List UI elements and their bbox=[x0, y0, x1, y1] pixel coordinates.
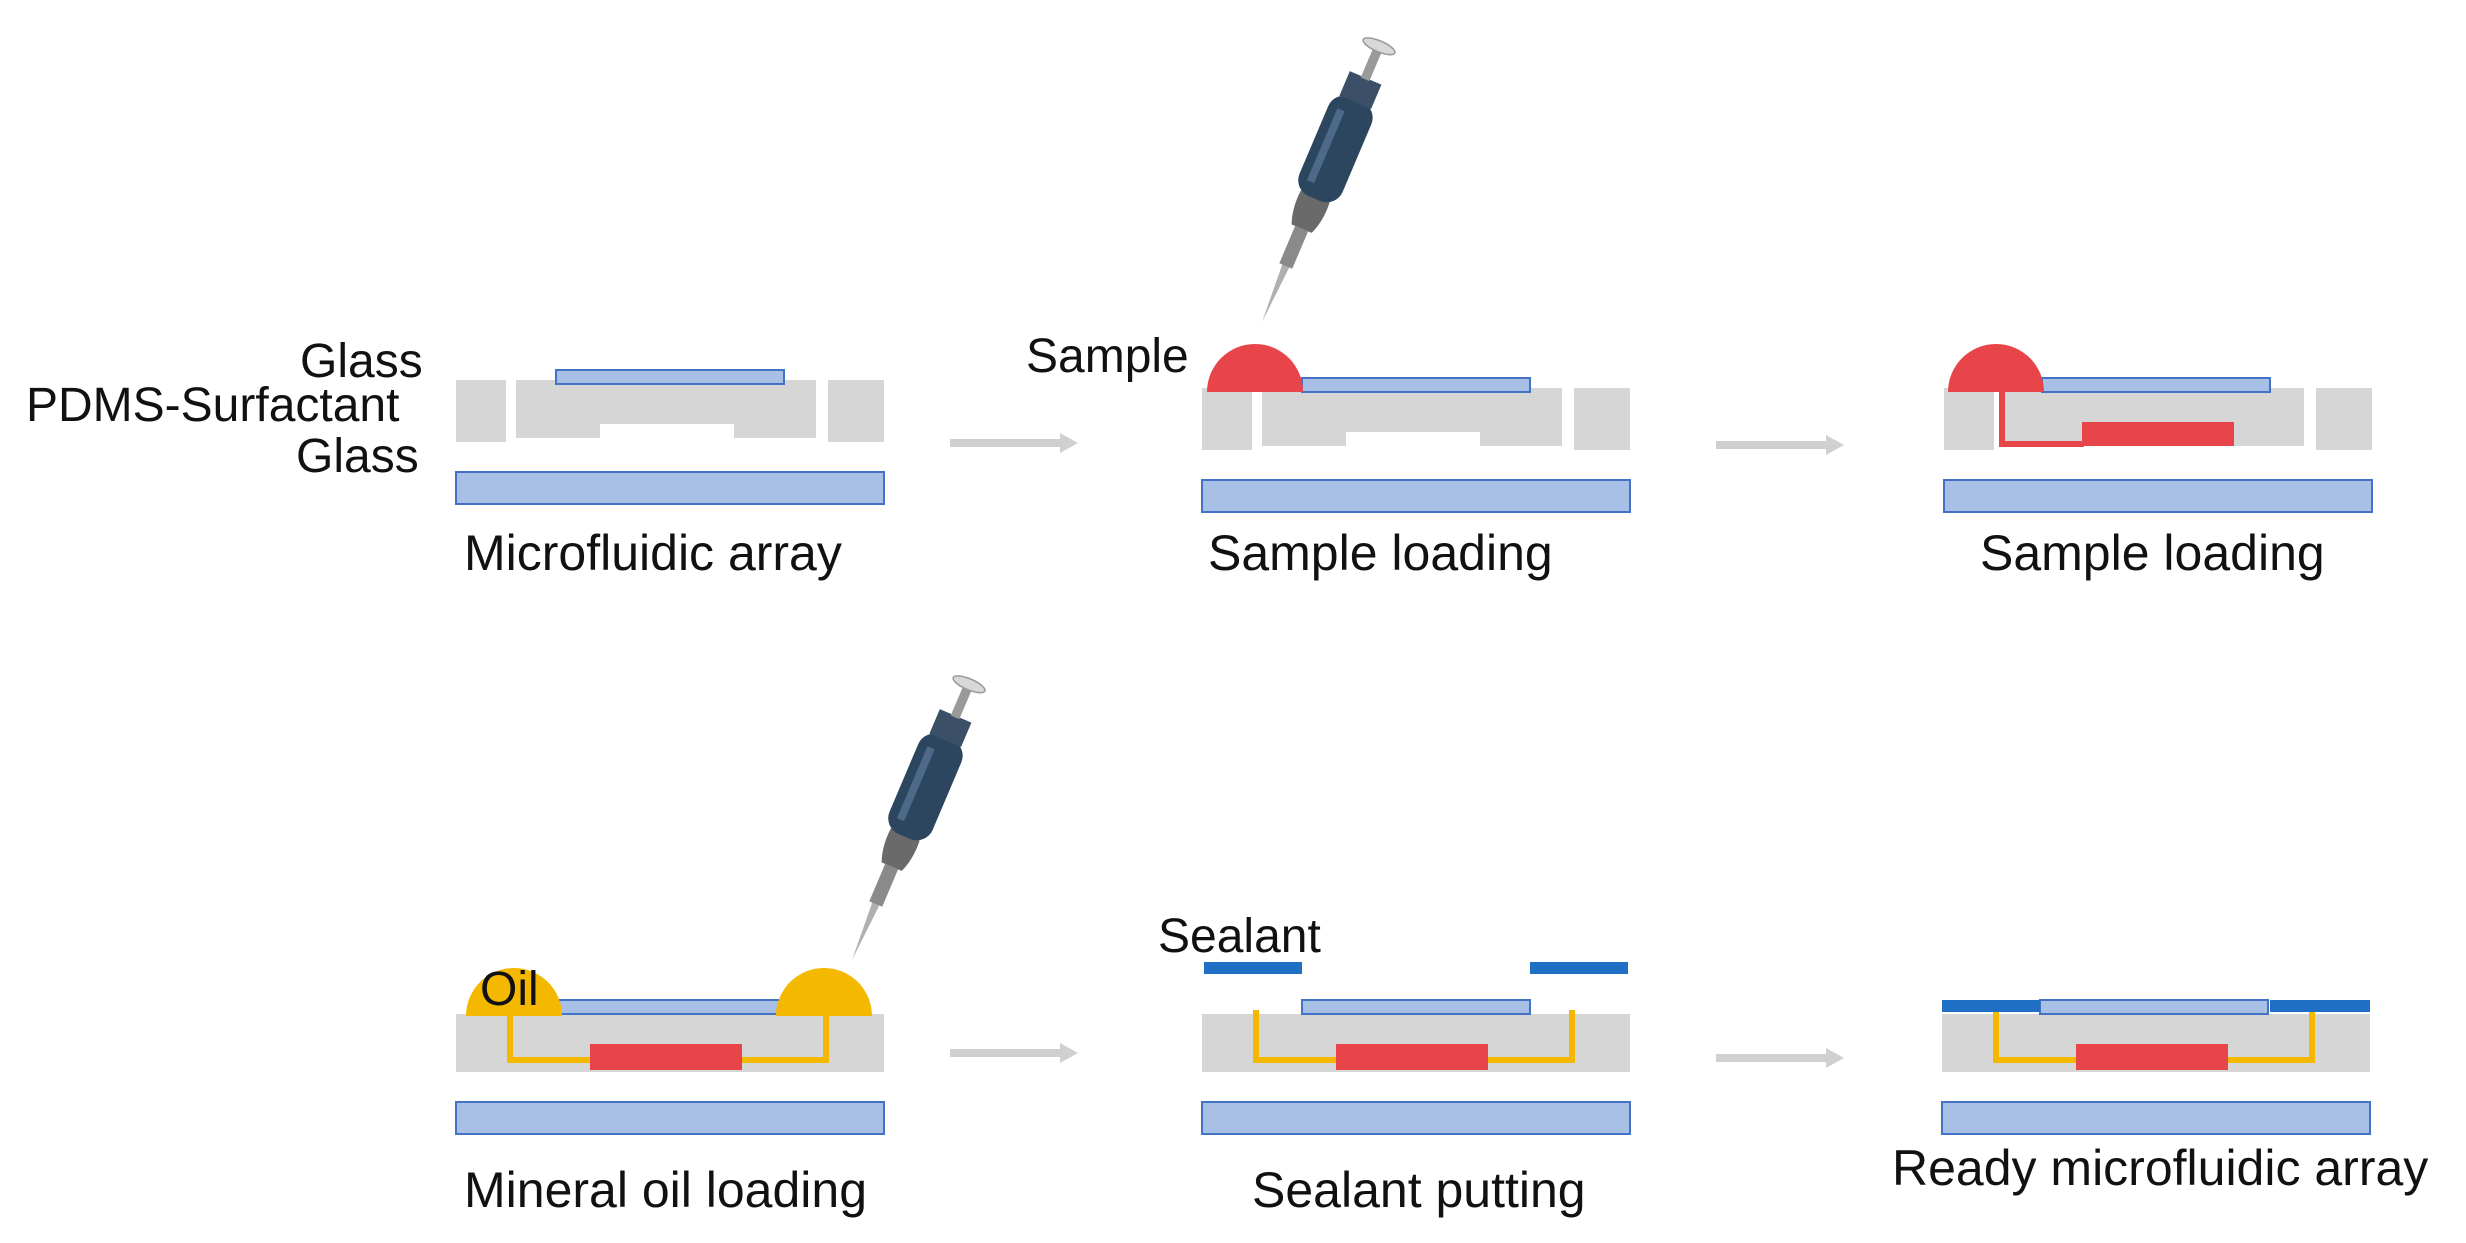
pdms-wall-left bbox=[1202, 388, 1252, 450]
arrow-head bbox=[1060, 1043, 1078, 1063]
pipette-body bbox=[1298, 95, 1373, 203]
sample-droplet bbox=[1948, 344, 2044, 392]
caption-mineral-oil-loading: Mineral oil loading bbox=[464, 1162, 868, 1218]
oil-channel-right bbox=[742, 1010, 829, 1063]
top-glass bbox=[2039, 999, 2269, 1015]
oil-channel-left bbox=[1253, 1010, 1336, 1063]
pdms-block-left bbox=[516, 410, 600, 438]
caption-ready-microfluidic-array: Ready microfluidic array bbox=[1892, 1140, 2429, 1196]
label-sealant: Sealant bbox=[1158, 910, 1321, 963]
bottom-glass bbox=[1201, 479, 1631, 513]
arrow-head bbox=[1826, 1048, 1844, 1068]
top-glass bbox=[2041, 377, 2271, 393]
label-glass-top: Glass bbox=[300, 335, 423, 388]
pipette-body bbox=[888, 733, 963, 841]
pdms-wall-right bbox=[828, 380, 884, 442]
pipette-grip bbox=[1306, 108, 1345, 184]
top-glass bbox=[555, 369, 785, 385]
pdms-block-right bbox=[1480, 418, 1562, 446]
pdms-block-center bbox=[1346, 418, 1480, 432]
sample-chamber bbox=[2076, 1044, 2228, 1070]
pipette-head bbox=[1339, 71, 1382, 109]
pdms-wall-left bbox=[1944, 388, 1994, 450]
oil-channel-left bbox=[507, 1010, 590, 1063]
label-pdms-surfactant: PDMS-Surfactant bbox=[26, 379, 400, 432]
pipette-icon bbox=[852, 675, 986, 960]
pipette-shaft bbox=[1279, 225, 1309, 269]
label-glass-bottom: Glass bbox=[296, 430, 419, 483]
sample-droplet bbox=[1207, 344, 1303, 392]
arrow-right bbox=[950, 1043, 1078, 1063]
oil-channel-left bbox=[1993, 1010, 2076, 1063]
pipette-shaft bbox=[869, 863, 899, 907]
pdms-block-center bbox=[600, 410, 734, 424]
pipette-tip bbox=[1262, 263, 1290, 322]
label-sample: Sample bbox=[1026, 330, 1189, 383]
arrow-head bbox=[1060, 433, 1078, 453]
caption-sealant-putting: Sealant putting bbox=[1252, 1162, 1586, 1218]
oil-channel-right bbox=[1488, 1010, 1575, 1063]
pdms-wall-right bbox=[1574, 388, 1630, 450]
sealant-strip-left bbox=[1204, 962, 1302, 974]
pdms-block-right bbox=[734, 410, 816, 438]
pipette-plunger bbox=[1360, 47, 1383, 82]
pipette-button bbox=[952, 675, 986, 694]
top-glass bbox=[1301, 999, 1531, 1015]
oil-channel-right bbox=[2228, 1010, 2315, 1063]
pipette-icon bbox=[1262, 37, 1396, 322]
arrow-right bbox=[1716, 435, 1844, 455]
caption-microfluidic-array: Microfluidic array bbox=[464, 525, 842, 581]
caption-sample-loading-2: Sample loading bbox=[1980, 525, 2325, 581]
arrow-right bbox=[1716, 1048, 1844, 1068]
oil-droplet bbox=[776, 968, 872, 1016]
sealant-right bbox=[2270, 1000, 2370, 1012]
pdms-wall-right bbox=[2316, 388, 2372, 450]
arrow-head bbox=[1826, 435, 1844, 455]
bottom-glass bbox=[455, 1101, 885, 1135]
top-glass bbox=[555, 999, 785, 1015]
pipette-button bbox=[1362, 37, 1396, 56]
sample-chamber bbox=[590, 1044, 742, 1070]
pipette-grip bbox=[896, 746, 935, 822]
pdms-block-left bbox=[1262, 418, 1346, 446]
pdms-wall-left bbox=[456, 380, 506, 442]
caption-sample-loading-1: Sample loading bbox=[1208, 525, 1553, 581]
bottom-glass bbox=[455, 471, 885, 505]
arrow-right bbox=[950, 433, 1078, 453]
top-glass bbox=[1301, 377, 1531, 393]
bottom-glass bbox=[1201, 1101, 1631, 1135]
sample-chamber bbox=[1336, 1044, 1488, 1070]
bottom-glass bbox=[1943, 479, 2373, 513]
oil-droplet bbox=[466, 968, 562, 1016]
pipette-tip bbox=[852, 901, 880, 960]
pipette-head bbox=[929, 709, 972, 747]
pipette-plunger bbox=[950, 685, 973, 720]
pdms-block-right bbox=[2222, 418, 2304, 446]
bottom-glass bbox=[1941, 1101, 2371, 1135]
label-oil: Oil bbox=[480, 963, 539, 1016]
sealant-left bbox=[1942, 1000, 2040, 1012]
sealant-strip-right bbox=[1530, 962, 1628, 974]
sample-chamber bbox=[2082, 422, 2234, 446]
